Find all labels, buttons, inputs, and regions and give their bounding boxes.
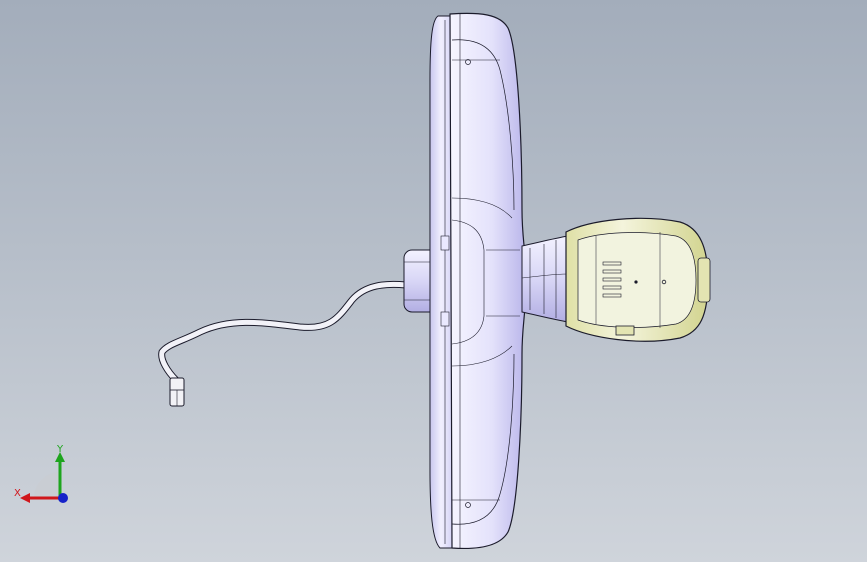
mirror-housing[interactable] — [429, 12, 527, 550]
x-axis-arrow — [20, 493, 30, 503]
x-axis-label: X — [14, 488, 21, 499]
y-axis-label: Y — [56, 444, 64, 455]
coordinate-triad: Y X — [14, 444, 68, 503]
triad-plane — [34, 472, 60, 498]
cable-connector[interactable] — [169, 377, 185, 407]
z-axis — [58, 493, 68, 503]
windshield-mount[interactable] — [565, 217, 711, 342]
y-axis-arrow — [55, 452, 65, 462]
mount-stem[interactable] — [521, 235, 569, 323]
cable[interactable] — [158, 280, 410, 384]
